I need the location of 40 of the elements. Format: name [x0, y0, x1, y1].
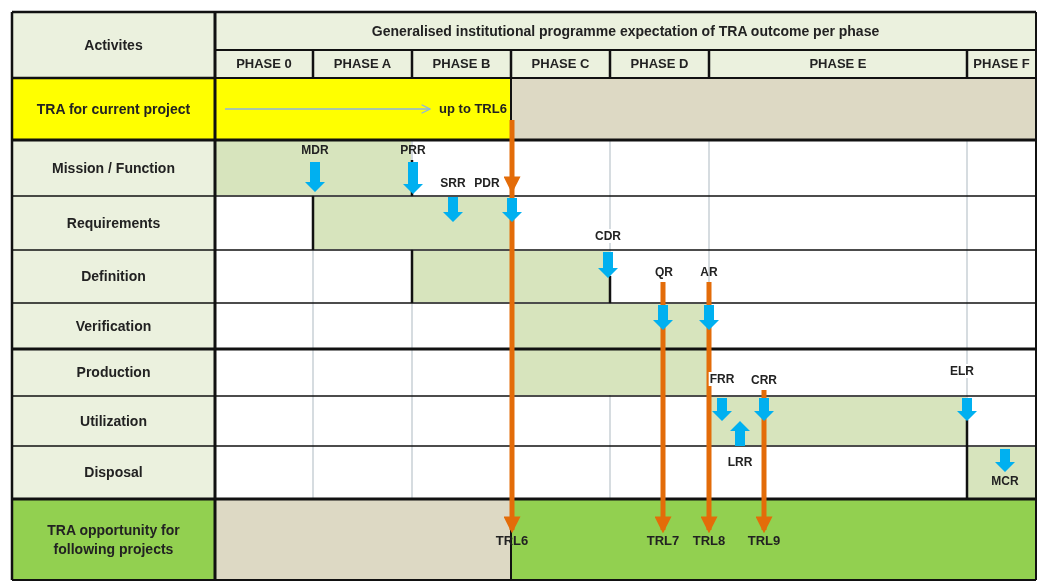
milestone-label: LRR	[726, 455, 754, 469]
arrow	[755, 390, 773, 534]
phase-header: PHASE C	[530, 55, 591, 74]
arrow	[654, 282, 672, 534]
phase-header: PHASE A	[332, 55, 393, 74]
phase-header: PHASE E	[808, 55, 868, 74]
level-label: up to TRL6	[438, 100, 508, 118]
trl-label: TRL7	[645, 532, 681, 550]
row-header: TRA opportunity for following projects	[46, 520, 181, 559]
milestone-label: PRR	[399, 143, 427, 157]
milestone-label: MDR	[300, 143, 330, 157]
milestone-label: SRR	[439, 176, 467, 190]
arrow	[504, 120, 521, 533]
milestone-label: ELR	[949, 364, 975, 378]
milestone-label: FRR	[708, 372, 736, 386]
milestone-label: MCR	[990, 474, 1020, 488]
row-header: Production	[75, 363, 152, 383]
milestone-label: CRR	[750, 372, 778, 388]
table-title: Generalised institutional programme expectation of TRA outcome per phase	[370, 21, 881, 41]
phase-header: PHASE 0	[235, 55, 293, 74]
row-header: Utilization	[79, 411, 148, 431]
phase-header: PHASE F	[972, 55, 1031, 74]
milestone-label: PDR	[473, 176, 501, 190]
milestone-label: AR	[699, 264, 719, 280]
arrow	[700, 282, 718, 534]
trl-label: TRL9	[746, 532, 782, 550]
row-header: Mission / Function	[51, 158, 176, 178]
row-header: Verification	[74, 316, 153, 336]
trl-label: TRL8	[691, 532, 727, 550]
row-header: TRA for current project	[35, 99, 192, 119]
row-header: Definition	[80, 267, 147, 287]
column-header: Activites	[83, 35, 144, 55]
row-header: Requirements	[65, 213, 162, 233]
phase-header: PHASE D	[629, 55, 690, 74]
phase-header: PHASE B	[431, 55, 492, 74]
trl-label: TRL6	[494, 532, 530, 550]
arrow	[224, 104, 431, 114]
row-header: Disposal	[83, 463, 144, 483]
milestone-label: CDR	[594, 229, 622, 243]
milestone-label: QR	[654, 264, 674, 280]
